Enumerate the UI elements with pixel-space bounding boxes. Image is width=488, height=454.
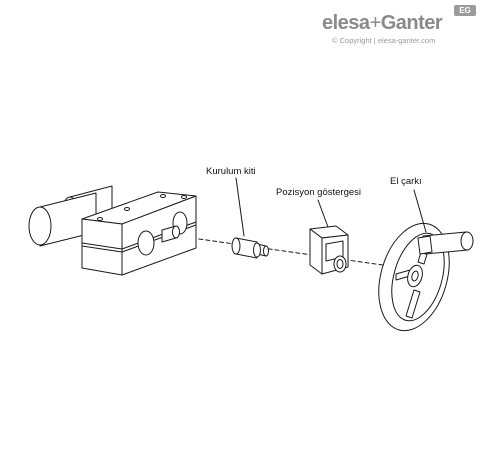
position-indicator-part [309, 199, 349, 275]
brand-plus: + [369, 12, 382, 34]
brand-badge: EG [454, 5, 476, 16]
position-indicator-label: Pozisyon göstergesi [276, 187, 362, 198]
mounting-kit-label: Kurulum kiti [206, 166, 256, 177]
linear-unit-block [81, 191, 197, 276]
handwheel-part [378, 189, 474, 332]
brand-name-right: Ganter [380, 12, 443, 34]
brand-name-left: elesa [322, 12, 370, 34]
brand-wordmark: elesa+Ganter [322, 12, 443, 34]
mounting-kit-part [231, 177, 269, 259]
copyright-text: © Copyright | elesa-ganter.com [332, 36, 436, 45]
handwheel-label: El çarkı [390, 176, 422, 187]
